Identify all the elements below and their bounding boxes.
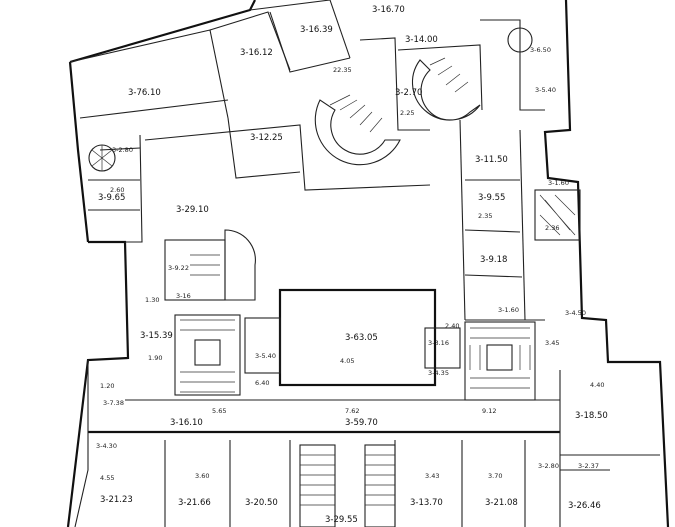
east-wing — [459, 119, 581, 321]
dimension-label: 6.40 — [255, 379, 269, 387]
dimension-label: 7.62 — [345, 407, 359, 415]
room-label: 3-4.35 — [428, 369, 449, 377]
room-label: 3-20.50 — [245, 498, 278, 508]
dimension-label: 4.05 — [340, 357, 354, 365]
room-label: 3-59.70 — [345, 418, 378, 428]
room-label: 3-26.46 — [568, 501, 601, 511]
room-label: 3-4.50 — [565, 309, 586, 317]
room-label: 3-29.55 — [325, 515, 358, 525]
room-label: 3-13.70 — [410, 498, 443, 508]
dimension-label: 1.30 — [145, 296, 159, 304]
room-label: 3-6.50 — [530, 46, 551, 54]
south-wing — [74, 360, 660, 527]
dimension-labels: 22.35 2.25 4.05 7.62 6.40 4.40 4.55 3.60… — [100, 66, 604, 482]
room-label: 3-9.65 — [98, 193, 125, 203]
dimension-label: 2.40 — [445, 322, 459, 330]
room-label: 3-16.12 — [240, 48, 273, 58]
room-label: 3-16 — [176, 292, 191, 300]
room-label: 3-11.50 — [475, 155, 508, 165]
room-label: 3-3.16 — [428, 339, 449, 347]
room-label: 3-9.22 — [168, 264, 189, 272]
north-stairs — [88, 27, 533, 172]
room-label: 3-15.39 — [140, 331, 173, 341]
dimension-label: 2.60 — [110, 186, 124, 194]
room-label: 3-16.39 — [300, 25, 333, 35]
room-label: 3-29.10 — [176, 205, 209, 215]
room-label: 3-21.66 — [178, 498, 211, 508]
room-label: 3-7.38 — [103, 399, 124, 407]
room-labels: 3-76.10 3-16.12 3-16.39 3-16.70 3-14.00 … — [96, 5, 608, 525]
room-label: 3-76.10 — [128, 88, 161, 98]
room-label: 3-9.55 — [478, 193, 505, 203]
room-label: 3-63.05 — [345, 333, 378, 343]
room-label: 3-14.00 — [405, 35, 438, 45]
room-label: 3-21.23 — [100, 495, 133, 505]
dimension-label: 3.70 — [488, 472, 502, 480]
dimension-label: 9.12 — [482, 407, 496, 415]
room-label: 3-2.80 — [538, 462, 559, 470]
dimension-label: 2.25 — [400, 109, 414, 117]
room-label: 3-4.30 — [96, 442, 117, 450]
dimension-label: 3.60 — [195, 472, 209, 480]
room-label: 3-5.40 — [535, 86, 556, 94]
dimension-label: 3.45 — [545, 339, 559, 347]
dimension-label: 22.35 — [333, 66, 352, 74]
dimension-label: 4.40 — [590, 381, 604, 389]
room-label: 3-2.37 — [578, 462, 599, 470]
room-label: 3-18.50 — [575, 411, 608, 421]
room-label: 3-5.40 — [255, 352, 276, 360]
dimension-label: 5.65 — [212, 407, 226, 415]
room-label: 3-2.70 — [395, 88, 422, 98]
room-label: 3-9.18 — [480, 255, 507, 265]
dimension-label: 1.20 — [100, 382, 114, 390]
room-label: 3-2.80 — [112, 146, 133, 154]
north-wing — [69, 0, 545, 243]
room-label: 3-16.10 — [170, 418, 203, 428]
room-label: 3-21.08 — [485, 498, 518, 508]
dimension-label: 2.36 — [545, 224, 559, 232]
room-label: 3-16.70 — [372, 5, 405, 15]
central-block — [164, 229, 536, 401]
dimension-label: 4.55 — [100, 474, 114, 482]
room-label: 3-1.60 — [548, 179, 569, 187]
room-label: 3-12.25 — [250, 133, 283, 143]
outer-walls — [66, 0, 670, 527]
dimension-label: 2.35 — [478, 212, 492, 220]
dimension-label: 3.43 — [425, 472, 439, 480]
room-label: 3-1.60 — [498, 306, 519, 314]
dimension-label: 1.90 — [148, 354, 162, 362]
